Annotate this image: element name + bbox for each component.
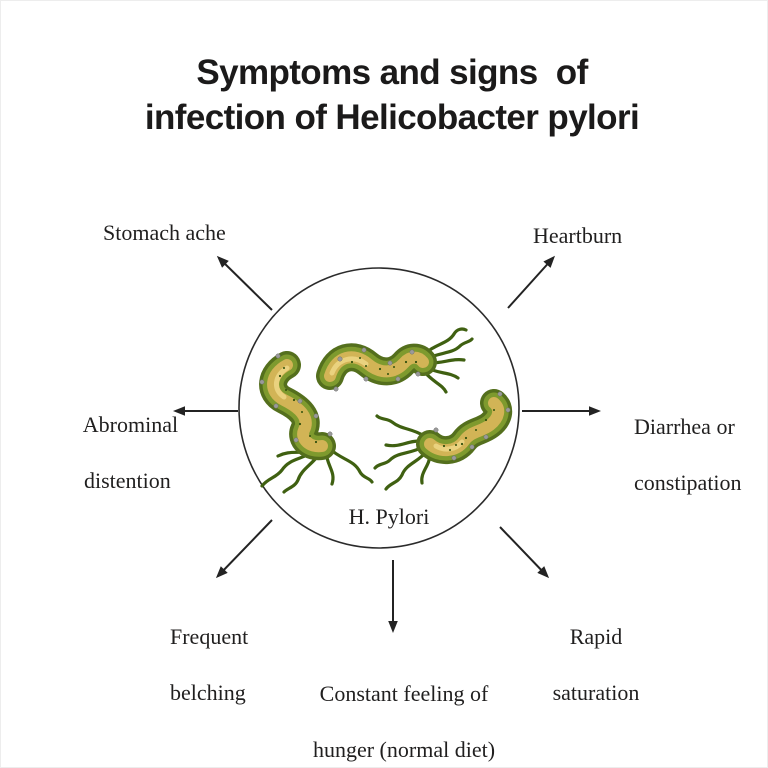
membrane-dots: [333, 347, 421, 392]
label-abdominal-line2: distention: [84, 468, 171, 493]
label-abdominal-line1: Abrominal: [82, 412, 179, 437]
label-constant-hunger: Constant feeling of hunger (normal diet): [283, 652, 503, 768]
label-rapid-saturation: Rapid saturation: [525, 595, 645, 735]
arrow-stomach-ache: [216, 255, 273, 311]
body: [416, 389, 513, 464]
bacterium-left: [259, 351, 374, 494]
flagella: [260, 447, 374, 494]
arrow-heartburn: [507, 255, 556, 309]
label-rapid-line2: saturation: [552, 680, 640, 705]
label-diarrhea-line1: Diarrhea or: [634, 414, 735, 439]
page-title-line1: Symptoms and signs of: [196, 53, 588, 92]
label-belching-line1: Frequent: [170, 624, 249, 649]
label-rapid-line1: Rapid: [569, 624, 623, 649]
body: [316, 343, 437, 390]
label-belching-line2: belching: [170, 680, 246, 705]
label-heartburn: Heartburn: [533, 223, 623, 248]
bacterium-right: [373, 389, 513, 491]
label-abdominal-distention: Abrominal distention: [62, 383, 178, 523]
label-stomach-ache: Stomach ache: [103, 220, 226, 245]
label-hunger-line1: Constant feeling of: [319, 681, 489, 706]
bacterium-top: [316, 327, 474, 394]
speckles: [442, 409, 495, 451]
label-diarrhea-line2: constipation: [634, 470, 742, 495]
arrow-frequent-belching: [215, 519, 273, 579]
page-title-line2: infection of Helicobacter pylori: [144, 98, 640, 137]
speckles: [350, 357, 418, 375]
body: [259, 351, 336, 461]
label-hunger-line2: hunger (normal diet): [312, 737, 496, 762]
label-h-pylori: H. Pylori: [348, 504, 430, 529]
label-diarrhea-constipation: Diarrhea or constipation: [612, 385, 742, 525]
membrane-dots: [433, 391, 511, 461]
page-title: Symptoms and signs of infection of Helic…: [8, 50, 768, 140]
arrow-rapid-saturation: [499, 526, 550, 579]
membrane-dots: [259, 353, 333, 443]
label-frequent-belching: Frequent belching: [148, 595, 248, 735]
speckles: [278, 367, 318, 444]
